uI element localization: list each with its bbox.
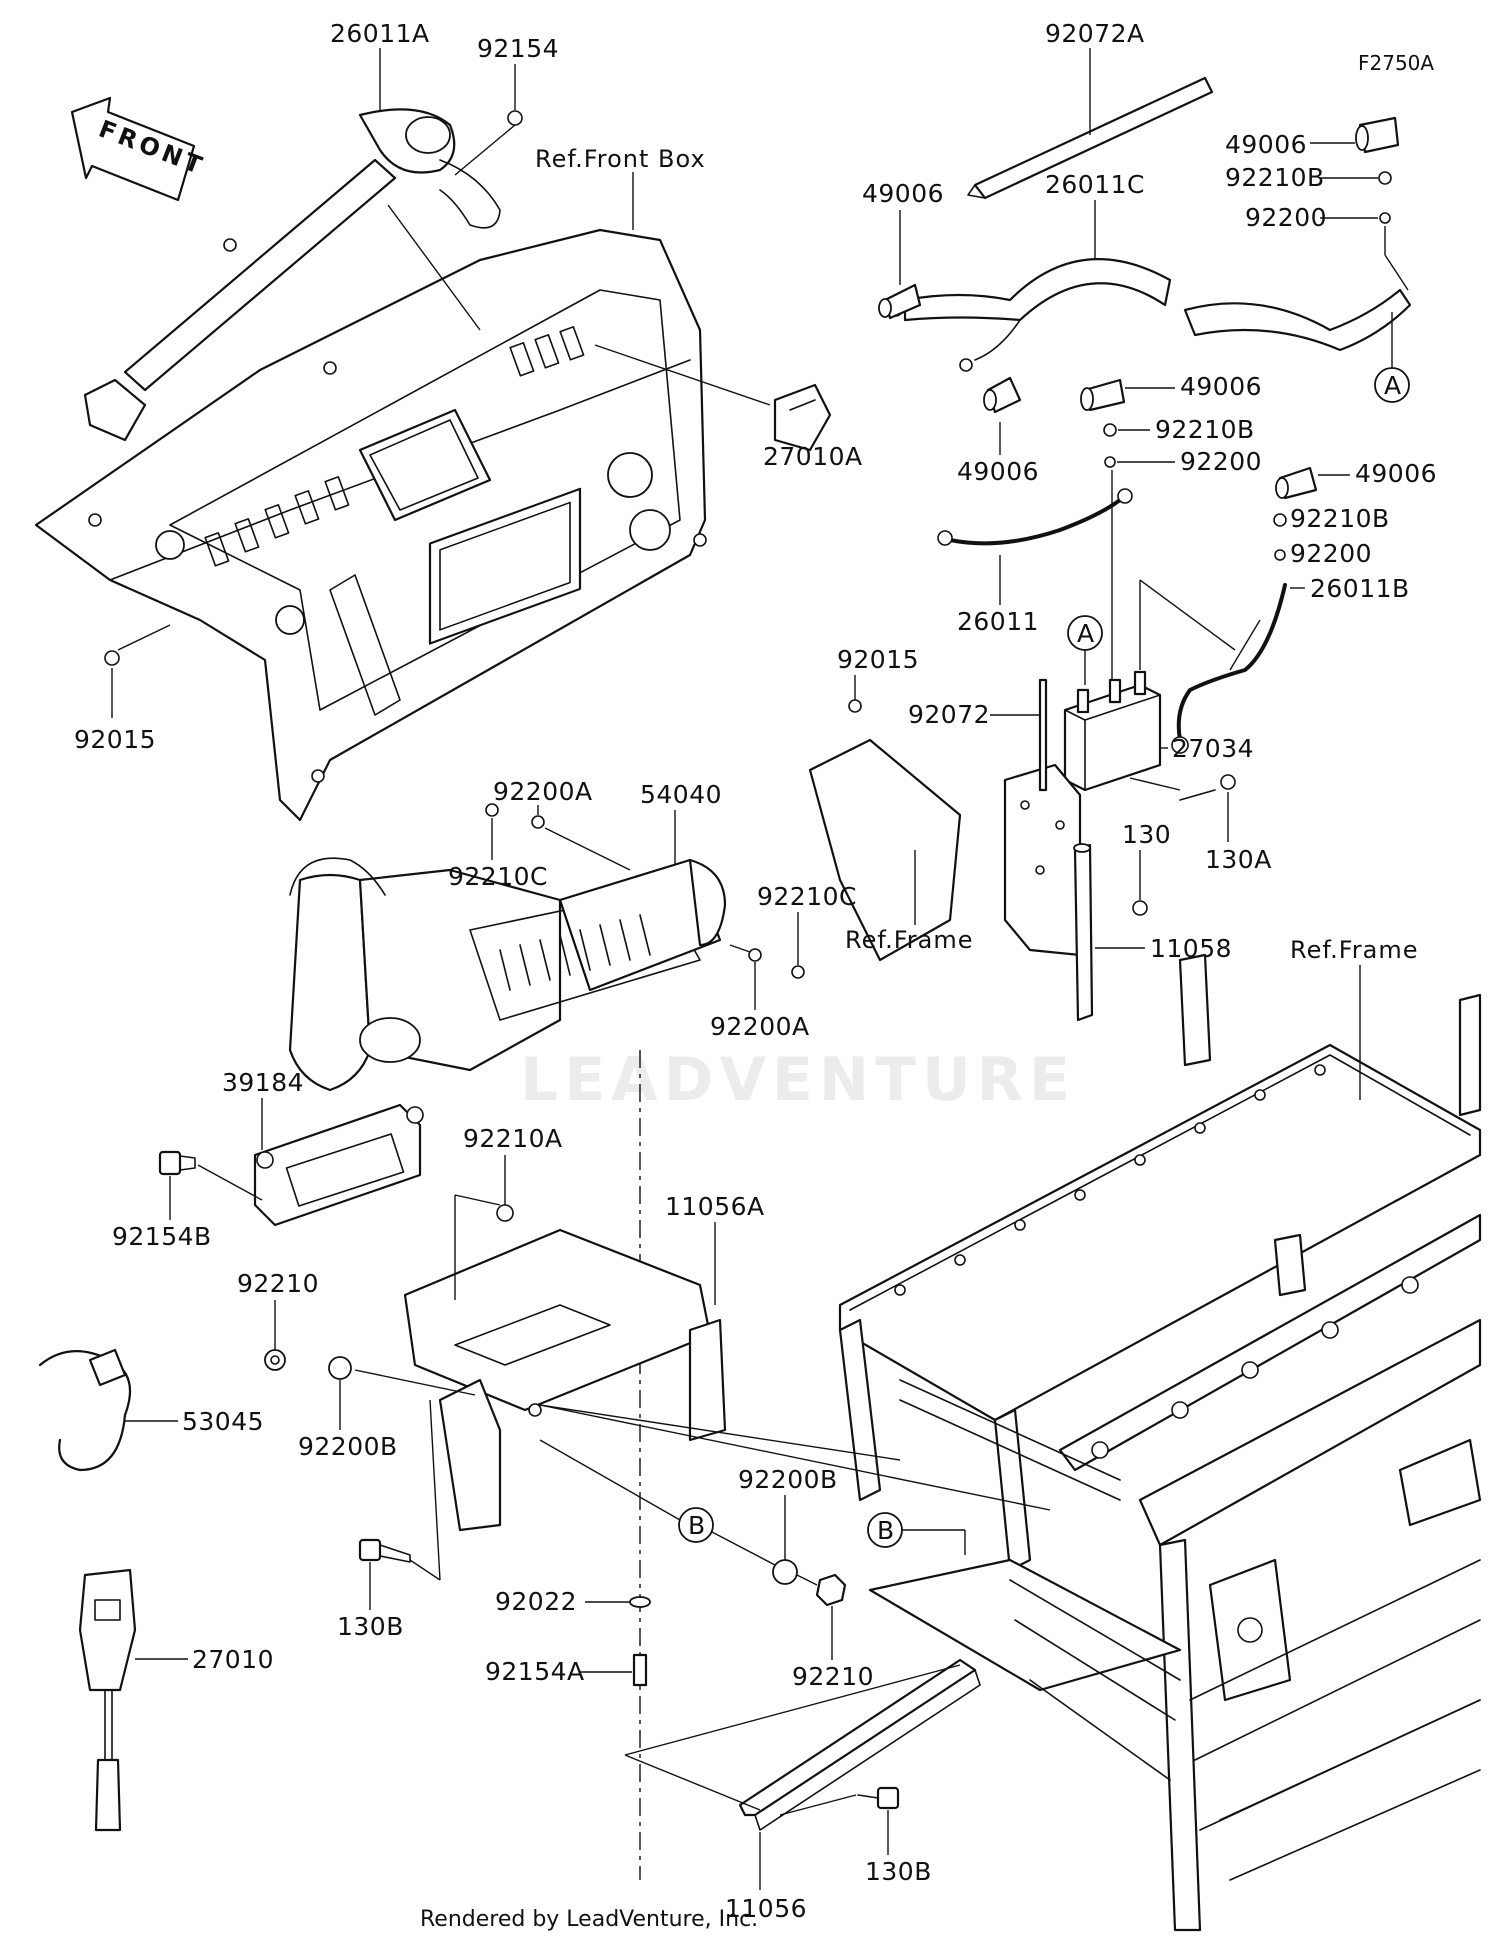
label-130: 130 — [1122, 820, 1171, 849]
pipe-11058 — [1073, 843, 1094, 1022]
label-92210a: 92210A — [463, 1124, 563, 1153]
label-92200b-2: 92200B — [738, 1465, 838, 1494]
label-92210-2: 92210 — [792, 1662, 874, 1691]
label-92072a: 92072A — [1045, 19, 1145, 48]
cable-26011c — [889, 258, 1412, 372]
label-27034: 27034 — [1172, 734, 1254, 763]
label-130b-2: 130B — [865, 1857, 932, 1886]
bolt-130a — [1179, 774, 1236, 801]
label-49006-topright: 49006 — [1225, 130, 1307, 159]
label-92200a-1: 92200A — [493, 777, 593, 806]
winch-54040 — [288, 857, 727, 1092]
marker-b-plate — [678, 1507, 714, 1543]
label-92022: 92022 — [495, 1587, 577, 1616]
label-49006-right: 49006 — [1355, 459, 1437, 488]
label-92200-3: 92200 — [1290, 539, 1372, 568]
marker-b-frame-text: B — [877, 1516, 895, 1545]
label-11056a: 11056A — [665, 1192, 765, 1221]
label-49006-top: 49006 — [862, 179, 944, 208]
hook-53045 — [38, 1348, 132, 1472]
label-39184: 39184 — [222, 1068, 304, 1097]
front-arrow-icon: FRONT — [70, 96, 209, 202]
label-92210b-2: 92210B — [1155, 415, 1255, 444]
bar-11056 — [738, 1658, 981, 1831]
label-92210c-1: 92210C — [448, 862, 548, 891]
boot-49006-mid — [983, 376, 1022, 414]
cable-26011b — [1171, 583, 1287, 754]
label-54040: 54040 — [640, 780, 722, 809]
label-26011: 26011 — [957, 607, 1039, 636]
marker-a-top-text: A — [1384, 371, 1402, 400]
label-92210b-3: 92210B — [1290, 504, 1390, 533]
ref-front-box: Ref.Front Box — [535, 145, 706, 173]
mount-plate-11056a — [403, 1228, 727, 1532]
label-11056: 11056 — [725, 1894, 807, 1923]
label-92154: 92154 — [477, 34, 559, 63]
figure-code: F2750A — [1358, 51, 1434, 75]
nut-92210-2 — [815, 1573, 847, 1607]
bolt-130b-2 — [857, 1786, 900, 1810]
remote-27010 — [78, 1568, 137, 1832]
label-92210-1: 92210 — [237, 1269, 319, 1298]
label-27010a: 27010A — [763, 442, 863, 471]
label-27010: 27010 — [192, 1645, 274, 1674]
cable-tie-92072a — [967, 76, 1214, 200]
bracket-plate — [1003, 763, 1082, 957]
boot-49006-topright — [1355, 116, 1400, 154]
ref-frame-right: Ref.Frame — [1290, 936, 1418, 964]
label-92154a: 92154A — [485, 1657, 585, 1686]
label-92210c-2: 92210C — [757, 882, 857, 911]
label-92210b-1: 92210B — [1225, 163, 1325, 192]
marker-a-relay-text: A — [1077, 619, 1095, 648]
label-130a: 130A — [1205, 845, 1272, 874]
label-49006-midright: 49006 — [1180, 372, 1262, 401]
front-box-panel — [34, 228, 707, 822]
label-92015-left: 92015 — [74, 725, 156, 754]
ref-frame-left: Ref.Frame — [845, 926, 973, 954]
watermark-text: LEADVENTURE — [520, 1045, 1076, 1115]
boot-49006-right — [1275, 466, 1318, 500]
relay-27034 — [1063, 670, 1162, 792]
cable-tie-92072 — [1038, 678, 1048, 792]
fairlead-39184 — [253, 1103, 424, 1227]
label-130b-1: 130B — [337, 1612, 404, 1641]
label-26011a: 26011A — [330, 19, 430, 48]
marker-b-plate-text: B — [688, 1511, 706, 1540]
footer-credit: Rendered by LeadVenture, Inc. — [420, 1907, 758, 1932]
boot-49006-top — [878, 283, 922, 320]
vehicle-frame — [838, 953, 1482, 1932]
boot-49006-midright — [1080, 378, 1126, 412]
switch-27010a — [773, 383, 832, 452]
label-92200-2: 92200 — [1180, 447, 1262, 476]
bolt-92154b — [158, 1150, 196, 1176]
cable-26011 — [937, 488, 1133, 546]
label-92015-mid: 92015 — [837, 645, 919, 674]
label-92200-1: 92200 — [1245, 203, 1327, 232]
label-92200b-1: 92200B — [298, 1432, 398, 1461]
label-53045: 53045 — [182, 1407, 264, 1436]
label-49006-mid: 49006 — [957, 457, 1039, 486]
label-26011c: 26011C — [1045, 170, 1145, 199]
label-92200a-2: 92200A — [710, 1012, 810, 1041]
label-92072: 92072 — [908, 700, 990, 729]
bolt-130b-1 — [358, 1538, 411, 1563]
label-26011b: 26011B — [1310, 574, 1410, 603]
label-92154b: 92154B — [112, 1222, 212, 1251]
winch-cable-26011a — [83, 108, 501, 442]
frame-bracket-panel — [808, 738, 962, 962]
